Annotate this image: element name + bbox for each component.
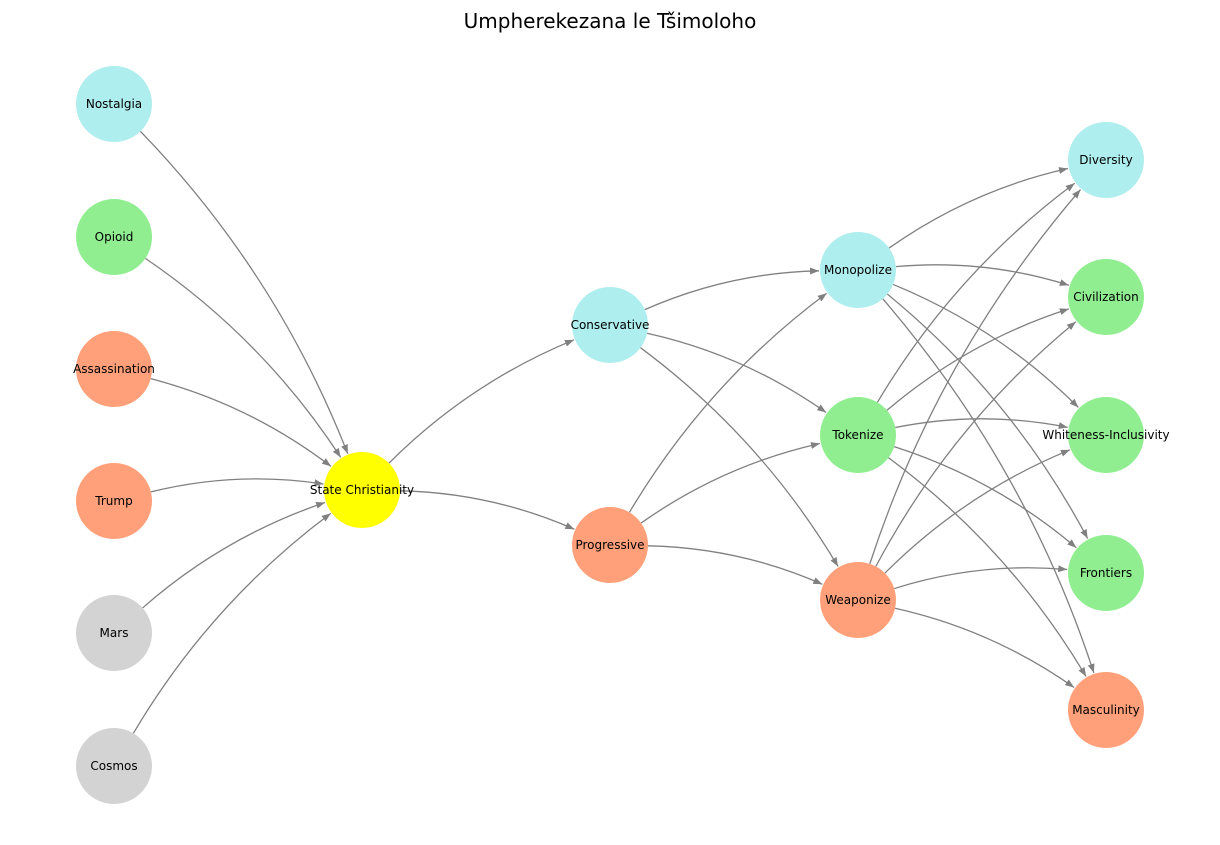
node-trump-label: Trump [94, 494, 132, 508]
node-conservative-circle [572, 287, 648, 363]
node-civilization-label: Civilization [1073, 290, 1138, 304]
node-opioid-circle [76, 199, 152, 275]
node-frontiers-label: Frontiers [1080, 566, 1132, 580]
edge-state-christianity-to-conservative [388, 339, 575, 464]
edge-monopolize-to-whiteness-inclusivity [892, 283, 1079, 408]
edge-conservative-to-tokenize [646, 332, 827, 414]
node-tokenize: Tokenize [820, 397, 896, 473]
node-civilization: Civilization [1068, 259, 1144, 335]
node-weaponize-label: Weaponize [825, 593, 890, 607]
node-monopolize-label: Monopolize [824, 263, 892, 277]
node-diversity-circle [1068, 122, 1144, 198]
edge-monopolize-to-diversity [888, 167, 1069, 249]
node-cosmos: Cosmos [76, 728, 152, 804]
node-civilization-circle [1068, 259, 1144, 335]
node-progressive-label: Progressive [575, 538, 644, 552]
edge-nostalgia-to-state-christianity [139, 130, 349, 454]
node-whiteness-inclusivity: Whiteness-Inclusivity [1042, 397, 1170, 473]
edge-tokenize-to-whiteness-inclusivity [895, 418, 1068, 430]
node-trump: Trump [76, 463, 152, 539]
node-conservative: Conservative [571, 287, 650, 363]
edge-mars-to-state-christianity [142, 501, 326, 609]
node-conservative-label: Conservative [571, 318, 650, 332]
node-mars: Mars [76, 595, 152, 671]
node-cosmos-label: Cosmos [90, 759, 137, 773]
node-weaponize-circle [820, 562, 896, 638]
edge-assassination-to-state-christianity [150, 378, 332, 467]
node-monopolize: Monopolize [820, 232, 896, 308]
node-monopolize-circle [820, 232, 896, 308]
edge-conservative-to-weaponize [640, 347, 839, 567]
node-progressive: Progressive [572, 507, 648, 583]
node-nostalgia: Nostalgia [76, 66, 152, 142]
node-state-christianity: State Christianity [310, 452, 414, 528]
node-mars-label: Mars [100, 626, 129, 640]
node-state-christianity-circle [324, 452, 400, 528]
edge-monopolize-to-frontiers [886, 293, 1089, 539]
node-masculinity-circle [1068, 672, 1144, 748]
edge-tokenize-to-diversity [876, 182, 1076, 403]
edge-tokenize-to-masculinity [888, 457, 1087, 677]
node-whiteness-inclusivity-circle [1068, 397, 1144, 473]
node-assassination: Assassination [73, 331, 155, 407]
edges-layer [132, 130, 1095, 734]
node-masculinity: Masculinity [1068, 672, 1144, 748]
edge-trump-to-state-christianity [150, 478, 324, 493]
node-tokenize-circle [820, 397, 896, 473]
edge-weaponize-to-diversity [869, 189, 1082, 565]
node-assassination-circle [76, 331, 152, 407]
edge-weaponize-to-whiteness-inclusivity [884, 449, 1071, 574]
edge-weaponize-to-frontiers [894, 565, 1068, 590]
node-opioid: Opioid [76, 199, 152, 275]
edge-opioid-to-state-christianity [145, 257, 342, 458]
diagram-title: Umpherekezana le Tšimoloho [464, 9, 757, 33]
edge-tokenize-to-frontiers [893, 445, 1077, 549]
node-mars-circle [76, 595, 152, 671]
edge-monopolize-to-civilization [895, 264, 1070, 286]
node-nostalgia-label: Nostalgia [86, 97, 142, 111]
node-assassination-label: Assassination [73, 362, 155, 376]
edge-weaponize-to-masculinity [894, 607, 1075, 689]
node-diversity-label: Diversity [1079, 153, 1132, 167]
edge-monopolize-to-masculinity [882, 298, 1095, 674]
node-cosmos-circle [76, 728, 152, 804]
node-diversity: Diversity [1068, 122, 1144, 198]
node-frontiers-circle [1068, 535, 1144, 611]
node-opioid-label: Opioid [95, 230, 134, 244]
node-tokenize-label: Tokenize [831, 428, 883, 442]
node-frontiers: Frontiers [1068, 535, 1144, 611]
node-nostalgia-circle [76, 66, 152, 142]
edge-weaponize-to-civilization [875, 321, 1077, 567]
node-state-christianity-label: State Christianity [310, 483, 414, 497]
edge-progressive-to-tokenize [640, 442, 821, 524]
node-whiteness-inclusivity-label: Whiteness-Inclusivity [1042, 428, 1169, 442]
edge-progressive-to-weaponize [647, 545, 823, 585]
edge-conservative-to-monopolize [644, 267, 820, 311]
edge-tokenize-to-civilization [886, 308, 1070, 411]
edge-state-christianity-to-progressive [399, 490, 575, 530]
node-weaponize: Weaponize [820, 562, 896, 638]
edge-progressive-to-monopolize [628, 292, 828, 513]
node-trump-circle [76, 463, 152, 539]
nodes-layer: NostalgiaOpioidAssassinationTrumpMarsCos… [73, 66, 1170, 804]
edge-cosmos-to-state-christianity [132, 512, 332, 734]
node-progressive-circle [572, 507, 648, 583]
node-masculinity-label: Masculinity [1072, 703, 1140, 717]
